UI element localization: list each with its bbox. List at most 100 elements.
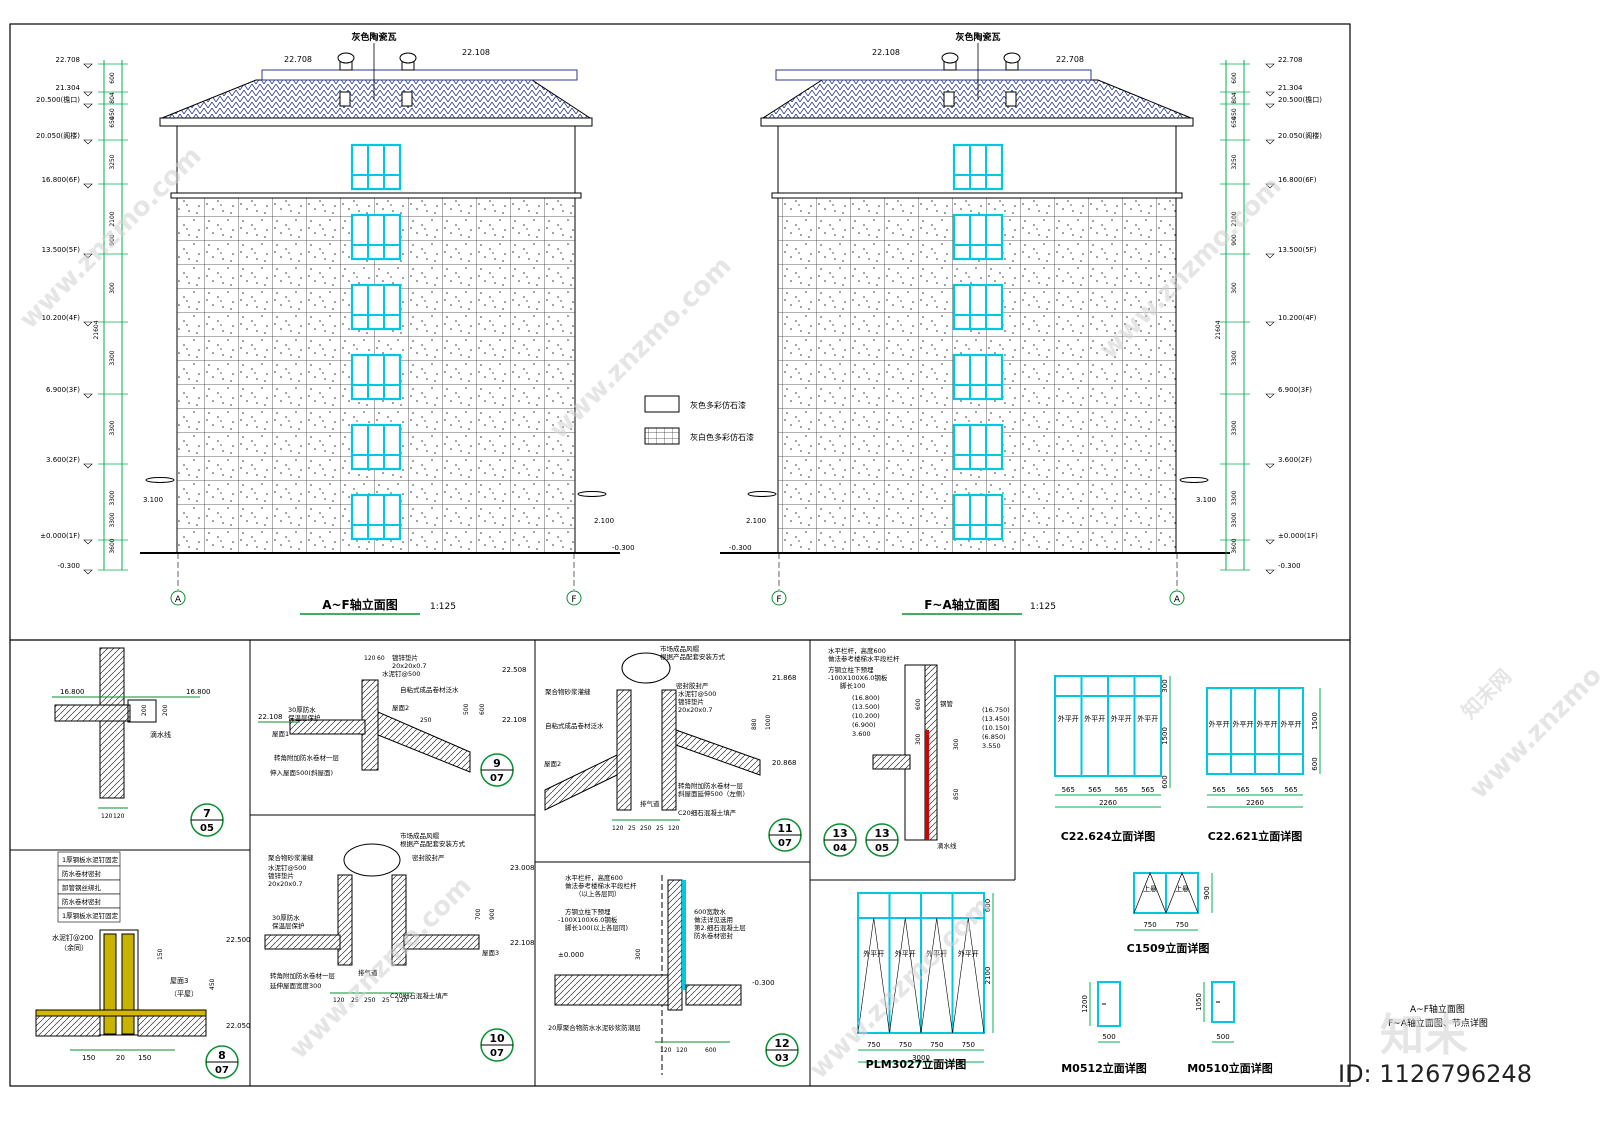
detail-label: 根据产品配套安装方式 — [660, 652, 726, 661]
svg-text:120: 120 — [364, 655, 376, 662]
detail-label: 30厚防水 — [288, 705, 316, 714]
window-title: PLM3027立面详图 — [866, 1057, 967, 1071]
level-label: 21.304 — [1278, 84, 1303, 92]
svg-text:23.008: 23.008 — [510, 864, 535, 872]
svg-text:21.868: 21.868 — [772, 674, 797, 682]
detail-label: 转角附加防水卷材一层 — [270, 971, 336, 980]
detail-label: 延伸屋面宽度300 — [270, 981, 321, 990]
svg-text:120: 120 — [101, 813, 113, 820]
svg-text:F: F — [571, 595, 576, 605]
detail-label: 屋面1 — [272, 730, 289, 738]
axis-marker — [170, 590, 186, 606]
svg-text:120: 120 — [612, 825, 624, 832]
dimension-text: 2100 — [1231, 211, 1238, 226]
dimension-text: 3250 — [109, 154, 116, 169]
detail-9: 镀锌垫片20x20x0.7水泥钉@50030厚防水保温层保护自粘式成品卷材泛水屋… — [258, 653, 527, 787]
detail-label: -100X100X6.0钢板 — [558, 915, 618, 924]
detail-label: 排气道 — [358, 968, 378, 977]
level-label: ±0.000(1F) — [1278, 532, 1318, 540]
level-label: -0.300 — [1278, 562, 1301, 570]
elevation-scale: 1:125 — [1030, 602, 1056, 612]
detail-label: 伸入屋面500(斜屋面) — [270, 768, 333, 777]
detail-label: 市场成品风帽 — [660, 644, 700, 653]
dimension-text: 500 — [1102, 1033, 1115, 1041]
svg-text:11: 11 — [777, 822, 792, 835]
detail-label: -100X100X6.0钢板 — [828, 673, 888, 682]
dimension-text: 300 — [1231, 282, 1238, 294]
roof-label: 灰色陶瓷瓦 — [351, 31, 396, 43]
eave — [159, 117, 593, 127]
roof — [761, 79, 1192, 119]
detail-label: 排气道 — [640, 799, 660, 808]
side-level-1: 3.100 — [143, 496, 163, 504]
axis-marker — [566, 590, 582, 606]
top-level-1: 22.708 — [284, 55, 312, 64]
svg-text:200: 200 — [141, 704, 148, 716]
sheet-border — [9, 23, 1351, 1087]
detail-10: 市场成品风帽根据产品配套安装方式密封胶封严水泥钉@500镀锌垫片20x20x0.… — [264, 831, 535, 1062]
detail-level: (16.800) — [852, 694, 880, 702]
svg-text:13: 13 — [874, 827, 889, 840]
detail-label: 钢管 — [940, 699, 954, 708]
svg-text:25: 25 — [656, 825, 664, 832]
dimension-text: 565 — [1212, 786, 1225, 794]
elevation-window — [350, 493, 402, 541]
dimension-column-right: 22.70821.30420.500(檐口)20.050(阁楼)16.800(6… — [1215, 56, 1322, 575]
opening-label: 外平开 — [1257, 720, 1278, 729]
dimension-text: 600 — [984, 899, 992, 912]
elevation-window — [952, 143, 1004, 191]
svg-text:13: 13 — [832, 827, 847, 840]
window-title: C22.621立面详图 — [1208, 829, 1303, 843]
svg-text:12: 12 — [774, 1037, 789, 1050]
window-title: M0510立面详图 — [1187, 1061, 1273, 1075]
dimension-text: 650 — [109, 116, 116, 128]
level-label: 20.050(阁楼) — [1278, 131, 1322, 140]
detail-level: (13.500) — [852, 703, 880, 711]
svg-text:450: 450 — [209, 978, 216, 990]
cornice — [170, 192, 582, 199]
svg-text:水泥钉@200: 水泥钉@200 — [52, 933, 93, 942]
svg-text:300: 300 — [635, 948, 642, 960]
dimension-text: 1200 — [1081, 995, 1089, 1013]
svg-text:A: A — [175, 595, 182, 605]
detail-label: 聚合物砂浆灌缝 — [268, 853, 314, 862]
detail-note: 1厚钢板水泥钉固定 — [62, 911, 119, 920]
dimension-text: 565 — [1062, 786, 1075, 794]
detail-label: 20厚聚合物防水水泥砂浆防潮层 — [548, 1023, 641, 1032]
level-label: ±0.000(1F) — [40, 532, 80, 540]
detail-label: 滴水线 — [937, 841, 957, 850]
svg-text:www.znzmo.com: www.znzmo.com — [284, 871, 478, 1065]
legend-swatch-plain — [644, 395, 680, 413]
opening-label: 外平开 — [1137, 714, 1158, 723]
svg-text:60: 60 — [377, 655, 385, 662]
dimension-total: 21604 — [93, 320, 100, 339]
level-label: 3.600(2F) — [1278, 456, 1312, 464]
dimension-text: 1500 — [1311, 712, 1319, 730]
detail-label: 自粘式成品卷材泛水 — [400, 685, 459, 694]
svg-text:25: 25 — [382, 997, 390, 1004]
detail-label: 方钢立柱下预埋 — [828, 665, 874, 674]
dimension-text: 450 — [1231, 108, 1238, 120]
elevation-left: 灰色陶瓷瓦 22.708 22.108 3.100 2.100 -0.300 A… — [140, 31, 635, 615]
detail-label: 做法参考楼梯水平段栏杆 — [828, 654, 900, 663]
detail-note: 1厚钢板水泥钉固定 — [62, 855, 119, 864]
dimension-text: 3300 — [109, 490, 116, 505]
svg-text:600: 600 — [479, 703, 486, 715]
detail-label: 屋面2 — [392, 704, 409, 712]
level-label: 10.200(4F) — [42, 314, 81, 322]
detail-label: 转角附加防水卷材一层 — [678, 781, 744, 790]
level-label: 13.500(5F) — [42, 246, 81, 254]
svg-text:22.508: 22.508 — [502, 666, 527, 674]
detail-label: 密封胶封严 — [676, 681, 709, 690]
detail-label: 密封胶封严 — [412, 853, 445, 862]
level-label: 22.708 — [56, 56, 81, 64]
svg-text:22.500: 22.500 — [226, 936, 251, 944]
roof-label: 灰色陶瓷瓦 — [955, 31, 1000, 43]
svg-text:-0.300: -0.300 — [752, 979, 775, 987]
detail-note: 防水卷材密封 — [62, 897, 102, 906]
dimension-text: 3300 — [1231, 350, 1238, 365]
svg-text:A: A — [1174, 595, 1181, 605]
detail-label: 保温层保护 — [272, 921, 305, 930]
detail-level: (10.200) — [852, 712, 880, 720]
dimension-text: 3300 — [109, 420, 116, 435]
